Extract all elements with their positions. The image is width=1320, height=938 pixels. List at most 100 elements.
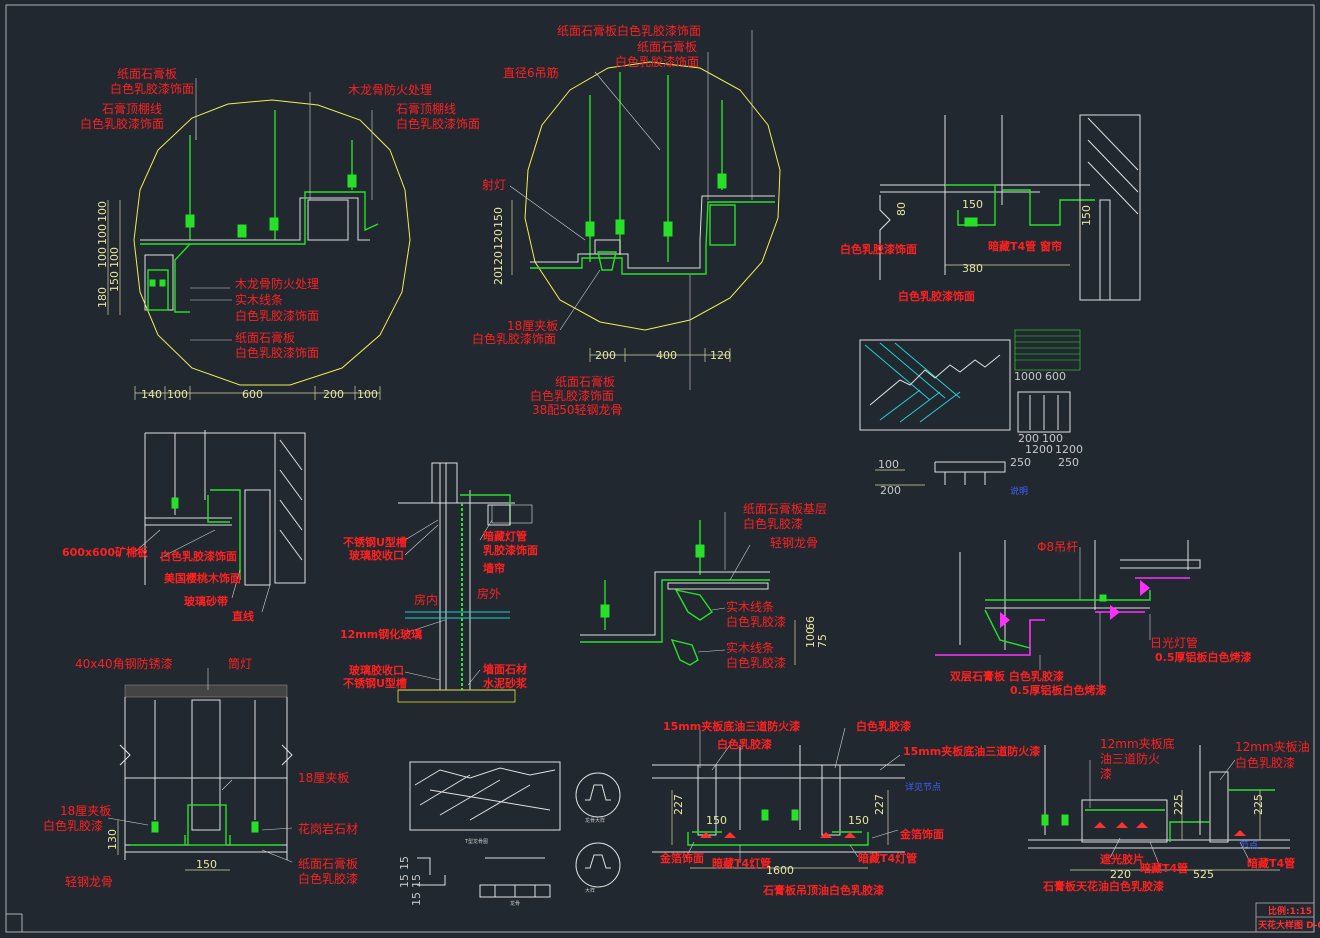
small-dim-2: 15 — [398, 874, 411, 888]
bot-right-label-9: 石膏板天花油白色乳胶漆 — [1042, 879, 1164, 893]
circle-a-dim-l2: 100 — [96, 224, 109, 245]
glass-label-5: 墙帘 — [483, 561, 505, 575]
iso-dim-10: 200 — [880, 484, 901, 497]
circle-b-label-10: 38配50轻钢龙骨 — [532, 403, 623, 417]
glass-label-3: 暗藏灯管 — [483, 529, 527, 543]
bot-right-tag: 节点 — [1240, 840, 1258, 851]
circle-b-dim-l4: 20 — [492, 271, 505, 285]
mid-center-label-2: 白色乳胶漆 — [743, 516, 803, 531]
mid-left-label-4: 玻璃砂带 — [184, 594, 228, 608]
bot-left-label-3: 18厘夹板 — [298, 771, 349, 785]
glass-label-7: 房外 — [477, 586, 501, 601]
circle-b-label-5: 射灯 — [482, 177, 506, 192]
top-right-label-3: 白色乳胶漆饰面 — [898, 289, 975, 303]
bot-center-label-3: 白色乳胶漆 — [856, 719, 911, 733]
bottom-left-section — [107, 668, 293, 871]
mid-right-label-3: 0.5厚铝板白色烤漆 — [1155, 650, 1252, 664]
circle-b-label-3: 白色乳胶漆饰面 — [615, 54, 699, 69]
bot-right-label-7: 暗藏T4管 — [1140, 861, 1188, 875]
bot-left-label-7: 纸面石膏板 — [298, 856, 358, 871]
circle-b-label-4: 直径6吊筋 — [503, 65, 559, 80]
top-right-section — [879, 114, 1141, 301]
bot-center-dim-4: 150 — [848, 814, 869, 827]
circle-a-label-4: 白色乳胶漆饰面 — [80, 116, 164, 131]
circle-a-label-3: 石膏顶棚线 — [102, 101, 162, 116]
iso-dim-2: 600 — [1045, 370, 1066, 383]
circle-b-label-8: 纸面石膏板 — [555, 374, 615, 389]
bot-left-dim-2: 130 — [106, 829, 119, 850]
bot-center-label-7: 暗藏T4灯管 — [858, 851, 917, 865]
bot-right-label-5: 白色乳胶漆 — [1235, 755, 1295, 770]
glass-label-10: 不锈钢U型槽 — [343, 676, 407, 690]
circle-a-label-8: 木龙骨防火处理 — [235, 276, 319, 291]
circle-b-label-9: 白色乳胶漆饰面 — [530, 388, 614, 403]
sheet-border — [5, 4, 1315, 933]
top-right-dim-2: 150 — [962, 198, 983, 211]
bot-left-label-1: 40x40角钢防锈漆 — [75, 656, 173, 671]
mid-center-dim-2: 66 — [804, 616, 817, 630]
bot-center-label-8: 金箔饰面 — [899, 827, 944, 841]
circle-a-dim-b3: 600 — [242, 388, 263, 401]
circle-a-label-5: 木龙骨防火处理 — [348, 82, 432, 97]
bot-right-label-8: 暗藏T4管 — [1247, 856, 1295, 870]
title-block — [1255, 902, 1315, 933]
bot-right-dim-1: 225 — [1252, 794, 1265, 815]
iso-dim-4: 100 — [1042, 432, 1063, 445]
circle-b-dim-b1: 200 — [595, 349, 616, 362]
circle-a-label-9: 实木线条 — [235, 292, 283, 307]
bottom-small-details — [409, 761, 621, 898]
bot-left-label-6: 花岗岩石材 — [298, 821, 358, 836]
circle-a-label-6: 石膏顶棚线 — [396, 101, 456, 116]
bot-center-tag: 详见节点 — [905, 781, 941, 793]
bot-right-label-6: 遮光胶片 — [1100, 852, 1144, 866]
mid-center-label-1: 纸面石膏板基层 — [743, 501, 827, 516]
bot-right-label-1: 12mm夹板底 — [1100, 736, 1175, 751]
mid-right-label-2: 日光灯管 — [1150, 635, 1198, 650]
circle-b-label-7: 白色乳胶漆饰面 — [472, 331, 556, 346]
bot-center-label-2: 白色乳胶漆 — [717, 737, 772, 751]
circle-b-dim-b3: 120 — [710, 349, 731, 362]
circle-a-dim-l4: 100 — [108, 247, 121, 268]
circle-a-label-12: 白色乳胶漆饰面 — [235, 345, 319, 360]
mid-center-label-5: 白色乳胶漆 — [726, 614, 786, 629]
mid-right-section — [935, 540, 1201, 690]
small-note-1: T型龙骨图 — [464, 838, 488, 845]
circle-a-dim-l5: 150 — [108, 271, 121, 292]
small-note-3: 龙骨 — [510, 900, 520, 907]
bot-right-dim-4: 225 — [1172, 794, 1185, 815]
circle-a-label-7: 白色乳胶漆饰面 — [396, 116, 480, 131]
mid-center-dim-1: 100 — [804, 627, 817, 648]
circle-a-label-1: 纸面石膏板 — [117, 66, 177, 81]
circle-b-dim-l1: 150 — [492, 207, 505, 228]
mid-left-section — [134, 430, 306, 613]
mid-center-section — [580, 512, 796, 666]
small-note-4: 大样 — [585, 887, 595, 894]
glass-label-11: 墙面石材 — [483, 662, 527, 676]
mid-right-label-1: Φ8吊杆 — [1037, 540, 1078, 554]
circle-b-dim-b2: 400 — [656, 349, 677, 362]
glass-label-6: 房内 — [414, 592, 438, 607]
bot-center-label-4: 15mm夹板底油三道防火漆 — [903, 744, 1040, 758]
iso-dim-8: 250 — [1058, 456, 1079, 469]
bottom-center-section — [652, 727, 905, 869]
mid-center-label-7: 白色乳胶漆 — [726, 655, 786, 670]
title-block-scale: 比例:1:15 — [1268, 905, 1312, 917]
bot-center-label-1: 15mm夹板底油三道防火漆 — [663, 719, 800, 733]
iso-dim-6: 1200 — [1055, 443, 1083, 456]
mid-left-label-2: 白色乳胶漆饰面 — [160, 549, 237, 563]
mid-left-label-5: 直线 — [232, 609, 254, 623]
top-right-dim-1: 380 — [962, 262, 983, 275]
mid-center-label-3: 轻钢龙骨 — [770, 536, 818, 550]
circle-a-dim-b2: 100 — [167, 388, 188, 401]
circle-b-label-6: 18厘夹板 — [507, 319, 558, 333]
circle-b-dim-l3: 120 — [492, 251, 505, 272]
bot-center-dim-5: 227 — [873, 794, 886, 815]
title-block-name: 天花大样图 D-004 — [1258, 919, 1320, 931]
circle-a-dim-b5: 100 — [357, 388, 378, 401]
circle-a-dim-l1: 100 — [96, 201, 109, 222]
iso-dim-1: 1000 — [1014, 370, 1042, 383]
bot-right-label-2: 油三道防火 — [1100, 751, 1160, 766]
glass-label-4: 乳胶漆饰面 — [483, 543, 538, 557]
mid-left-label-1: 600x600矿棉板 — [62, 545, 149, 559]
bot-left-dim-1: 150 — [196, 858, 217, 871]
